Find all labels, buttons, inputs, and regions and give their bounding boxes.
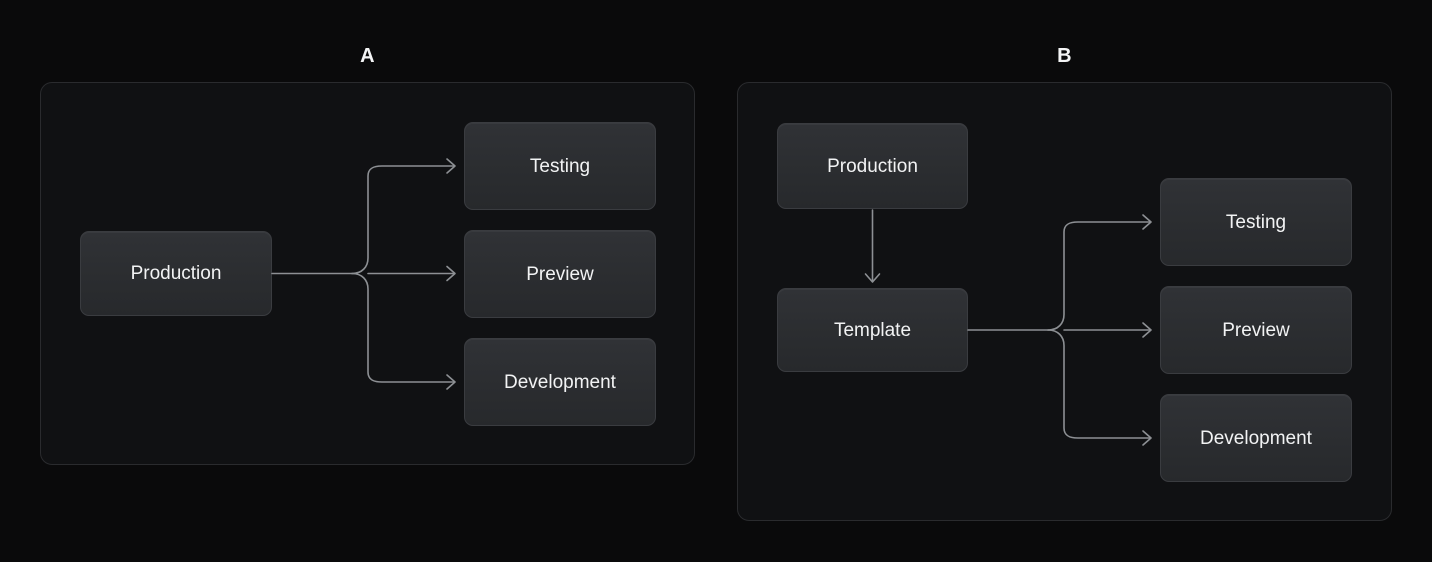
panel-b-caption: B [1057, 45, 1072, 67]
node-b-template[interactable]: Template [777, 288, 968, 372]
node-a-production[interactable]: Production [80, 231, 272, 316]
node-b-production[interactable]: Production [777, 123, 968, 209]
node-a-testing[interactable]: Testing [464, 122, 656, 210]
node-a-preview[interactable]: Preview [464, 230, 656, 318]
node-b-testing[interactable]: Testing [1160, 178, 1352, 266]
node-b-preview[interactable]: Preview [1160, 286, 1352, 374]
node-a-development[interactable]: Development [464, 338, 656, 426]
node-b-development[interactable]: Development [1160, 394, 1352, 482]
panel-a-caption: A [360, 45, 375, 67]
